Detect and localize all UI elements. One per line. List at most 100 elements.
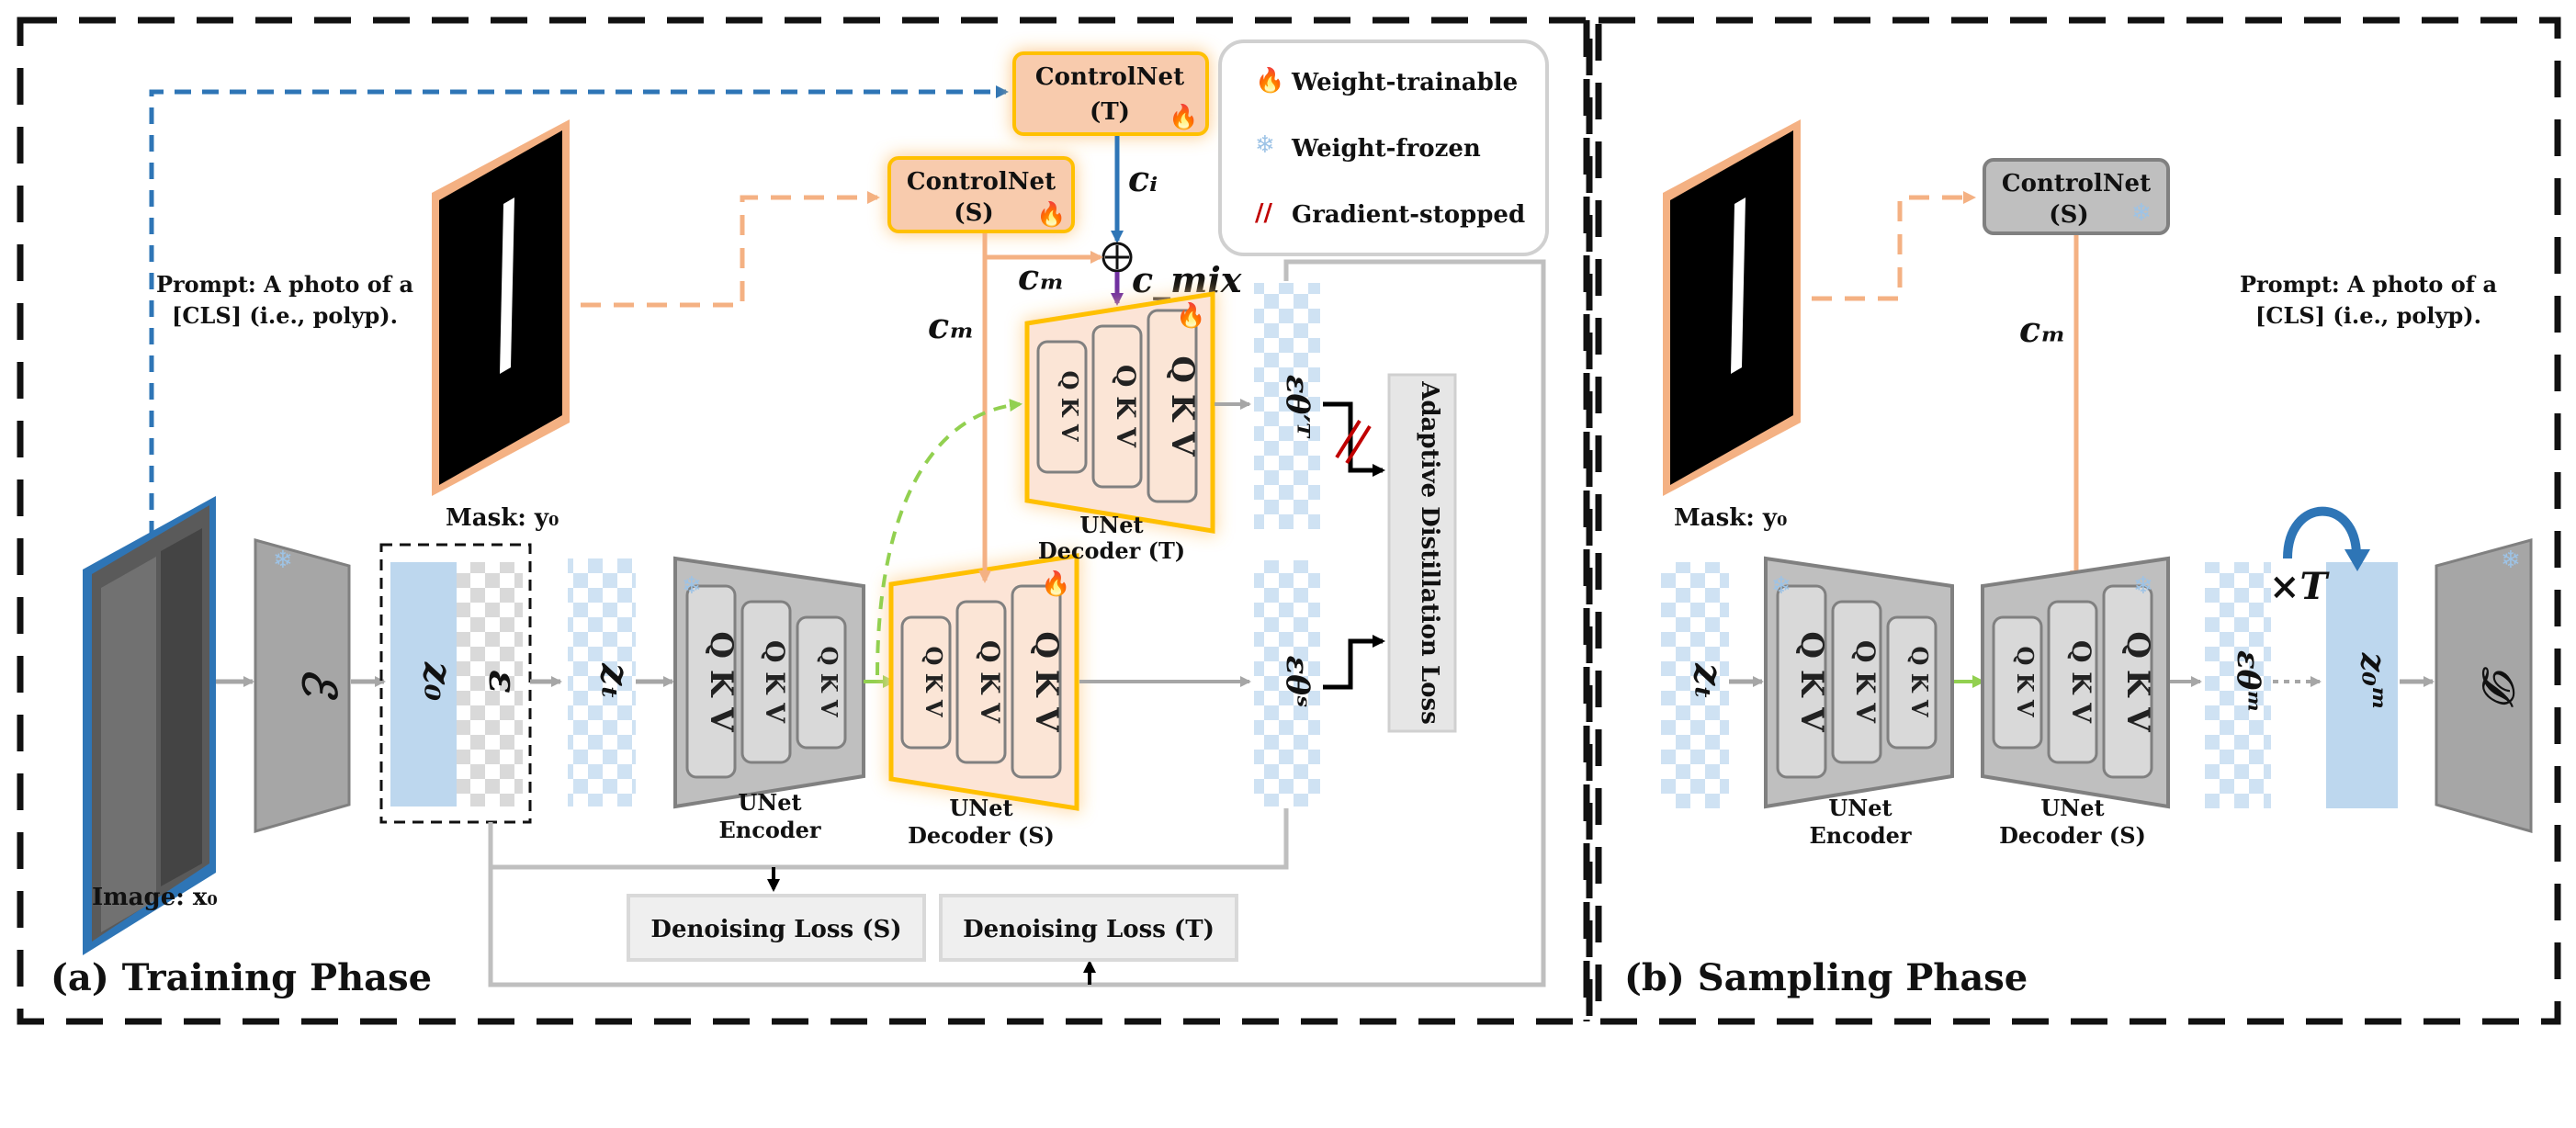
sampling-unet-encoder-label: UNet xyxy=(1828,795,1892,821)
legend-trainable: Weight-trainable xyxy=(1291,69,1518,96)
denoising-loss-t-box xyxy=(939,894,1238,962)
sampling-loop-arrowhead xyxy=(2344,549,2370,571)
unet-decoder-t-label: Decoder (T) xyxy=(1038,537,1185,564)
sampling-z0m-latent xyxy=(2326,562,2398,808)
noise-epsilon xyxy=(457,562,523,807)
eps-t-to-adl-arrow xyxy=(1323,401,1385,477)
cmix-label: c_mix xyxy=(1132,259,1243,300)
unet-encoder-label: UNet xyxy=(738,789,801,816)
unet-decoder-t-label: UNet xyxy=(1079,512,1143,538)
frozen-icon: ❄ xyxy=(2501,547,2521,574)
zt-label: zₜ xyxy=(593,662,638,699)
cm-to-sum-arrow xyxy=(982,233,1103,264)
svg-text:Q K V: Q K V xyxy=(703,631,740,732)
sampling-controlnet-block xyxy=(1983,158,2170,235)
svg-text:Q K V: Q K V xyxy=(1164,355,1201,457)
image-label: Image: x₀ xyxy=(92,884,218,911)
sampling-mask-to-controlnet-arrow xyxy=(1812,191,1976,301)
image-to-controlnet-t-arrow xyxy=(149,85,1009,537)
frozen-icon: ❄ xyxy=(2133,572,2153,600)
latent-noise-group xyxy=(379,543,532,824)
sampling-mask xyxy=(1663,119,1801,496)
controlnet-t-title: ControlNet xyxy=(1035,63,1184,91)
frozen-icon: ❄ xyxy=(273,547,293,574)
unet-encoder xyxy=(673,556,865,809)
svg-text:Q K V: Q K V xyxy=(760,640,790,724)
input-image xyxy=(83,496,216,955)
unet-decoder-s-label: Decoder (S) xyxy=(908,822,1055,849)
eps-t-label: εθ′ᵀ xyxy=(1279,375,1316,439)
z0-label: z₀ xyxy=(415,661,460,701)
snowflake-icon: ❄ xyxy=(1255,131,1275,159)
flame-icon: 🔥 xyxy=(1255,66,1284,95)
svg-text:Q K V: Q K V xyxy=(921,646,947,716)
sampling-unet-encoder-label: Encoder xyxy=(1809,822,1911,849)
gradient-stop-icon: // xyxy=(1255,199,1272,227)
svg-text:Q K V: Q K V xyxy=(1056,370,1083,441)
legend-stopped: Gradient-stopped xyxy=(1292,201,1525,229)
sampling-text-prompt: [CLS] (i.e., polyp). xyxy=(2255,302,2481,329)
frozen-icon: ❄ xyxy=(1771,572,1791,600)
frozen-icon: ❄ xyxy=(682,572,702,600)
sampling-mask-label: Mask: y₀ xyxy=(1674,504,1787,532)
mask-label: Mask: y₀ xyxy=(446,504,559,532)
loss-routing-line xyxy=(491,808,1289,870)
mask-to-controlnet-s-arrow xyxy=(581,191,880,308)
denoising-loss-s-label: Denoising Loss (S) xyxy=(650,916,901,943)
svg-text:Q K V: Q K V xyxy=(1906,646,1933,716)
controlnet-t-block xyxy=(1012,51,1209,136)
svg-text:Q K V: Q K V xyxy=(2119,631,2156,732)
loss-routing-line xyxy=(488,259,1546,987)
denoising-loss-t-label: Denoising Loss (T) xyxy=(963,916,1215,943)
sampling-controlnet-subtitle: (S) xyxy=(2049,201,2088,229)
sampling-zT-label: zₜ xyxy=(1686,662,1731,699)
frozen-icon: ❄ xyxy=(2131,199,2152,227)
sampling-unet-decoder-label: UNet xyxy=(2040,795,2104,821)
svg-text:Q K V: Q K V xyxy=(816,646,842,716)
eps-s-label: εθˢ xyxy=(1279,656,1316,708)
trainable-flame-icon: 🔥 xyxy=(1041,570,1070,598)
sampling-loop-arrow xyxy=(2283,506,2361,559)
denoising-loss-s-box xyxy=(627,894,926,962)
legend-frozen: Weight-frozen xyxy=(1291,135,1481,163)
cm-top-label: cₘ xyxy=(1018,256,1065,298)
svg-text:Q K V: Q K V xyxy=(1793,631,1830,732)
sampling-zT-latent xyxy=(1661,562,1729,808)
vae-decoder xyxy=(2435,538,2533,833)
zt-latent xyxy=(568,558,636,807)
gradient-stop-marker xyxy=(1335,419,1372,465)
epsilon-label: ε xyxy=(480,670,525,694)
trainable-flame-icon: 🔥 xyxy=(1036,200,1066,229)
eps-s-to-adl-arrow xyxy=(1323,635,1385,690)
text-prompt: [CLS] (i.e., polyp). xyxy=(172,302,398,329)
sampling-eps-m-output xyxy=(2205,562,2271,808)
sampling-z0m-label: z₀ᵐ xyxy=(2354,652,2392,710)
svg-text:Q K V: Q K V xyxy=(975,640,1005,724)
sampling-unet-encoder xyxy=(1764,556,1954,809)
sum-operator xyxy=(1102,242,1133,273)
sampling-times-T-label: ×T xyxy=(2269,565,2331,608)
trainable-flame-icon: 🔥 xyxy=(1169,103,1198,131)
sampling-phase-title: (b) Sampling Phase xyxy=(1624,956,2028,999)
sampling-cm-label: cₘ xyxy=(2019,309,2066,350)
svg-text:Q K V: Q K V xyxy=(1850,640,1881,724)
unet-decoder-t xyxy=(1024,291,1215,534)
input-mask xyxy=(432,119,570,496)
training-phase-title: (a) Training Phase xyxy=(51,956,432,999)
controlnet-s-subtitle: (S) xyxy=(954,199,993,227)
controlnet-t-subtitle: (T) xyxy=(1090,98,1130,126)
unet-decoder-s xyxy=(888,553,1079,811)
controlnet-s-title: ControlNet xyxy=(907,168,1056,196)
sampling-text-prompt: Prompt: A photo of a xyxy=(2240,271,2497,298)
sampling-controlnet-title: ControlNet xyxy=(2002,170,2151,197)
legend-box xyxy=(1218,39,1549,256)
sampling-phase-frame xyxy=(1595,17,2561,1025)
sampling-unet-decoder xyxy=(1981,556,2170,809)
z0-latent xyxy=(390,562,457,807)
vae-encoder-symbol: ℰ xyxy=(292,668,346,701)
eps-t-output xyxy=(1254,283,1320,529)
trainable-flame-icon: 🔥 xyxy=(1176,301,1205,330)
sampling-eps-m-label: εθᵐ xyxy=(2230,650,2266,713)
controlnet-s-block xyxy=(887,156,1075,233)
